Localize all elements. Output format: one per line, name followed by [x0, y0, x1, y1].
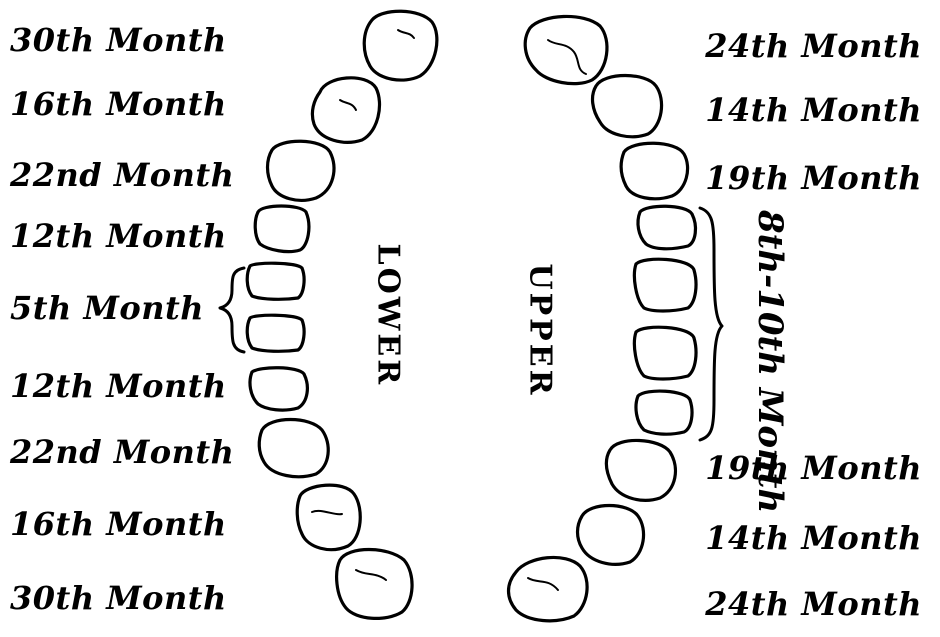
lower-canine-label-top: 22nd Month [10, 156, 235, 194]
upper-jaw-teeth [506, 14, 698, 623]
upper-first-molar-label-top: 14th Month [705, 91, 922, 129]
upper-second-molar-top [523, 14, 609, 86]
upper-incisor-brace [698, 206, 724, 442]
upper-second-molar-label-bottom: 24th Month [705, 585, 922, 623]
lower-jaw-teeth [245, 9, 439, 620]
lower-first-molar-bottom [295, 483, 362, 552]
upper-first-molar-top [590, 74, 664, 139]
lower-second-molar-top [362, 9, 439, 82]
lower-canine-bottom [257, 418, 330, 479]
upper-jaw-title: UPPER [522, 263, 558, 398]
lower-second-molar-bottom [335, 548, 414, 620]
lower-lateral-incisor-bottom [248, 366, 309, 412]
lower-first-molar-top [310, 76, 382, 144]
upper-lateral-incisor-bottom [634, 389, 694, 436]
lower-canine-label-bottom: 22nd Month [10, 433, 235, 471]
lower-lateral-incisor-label-top: 12th Month [10, 217, 227, 255]
upper-first-molar-bottom [575, 504, 646, 566]
upper-canine-top [619, 141, 690, 201]
lower-lateral-incisor-label-bottom: 12th Month [10, 367, 227, 405]
upper-canine-bottom [604, 438, 678, 502]
lower-second-molar-label-bottom: 30th Month [10, 579, 227, 617]
lower-first-molar-label-bottom: 16th Month [10, 505, 227, 543]
upper-incisors-range-label: 8th-10th Month [750, 210, 790, 514]
upper-second-molar-bottom [506, 555, 589, 623]
lower-central-incisors-label: 5th Month [10, 289, 205, 327]
lower-incisor-brace [218, 266, 246, 354]
lower-jaw-title: LOWER [370, 243, 406, 388]
upper-second-molar-label-top: 24th Month [705, 27, 922, 65]
lower-canine-top [265, 139, 336, 202]
upper-canine-label-bottom: 19th Month [705, 449, 922, 487]
upper-central-incisor-1 [632, 257, 698, 313]
upper-first-molar-label-bottom: 14th Month [705, 519, 922, 557]
lower-central-incisor-2 [245, 313, 306, 353]
upper-central-incisor-2 [632, 325, 698, 381]
lower-first-molar-label-top: 16th Month [10, 85, 227, 123]
lower-second-molar-label-top: 30th Month [10, 21, 227, 59]
upper-canine-label-top: 19th Month [705, 159, 922, 197]
upper-lateral-incisor-top [636, 204, 698, 251]
lower-lateral-incisor-top [253, 204, 311, 254]
lower-central-incisor-1 [245, 261, 306, 301]
